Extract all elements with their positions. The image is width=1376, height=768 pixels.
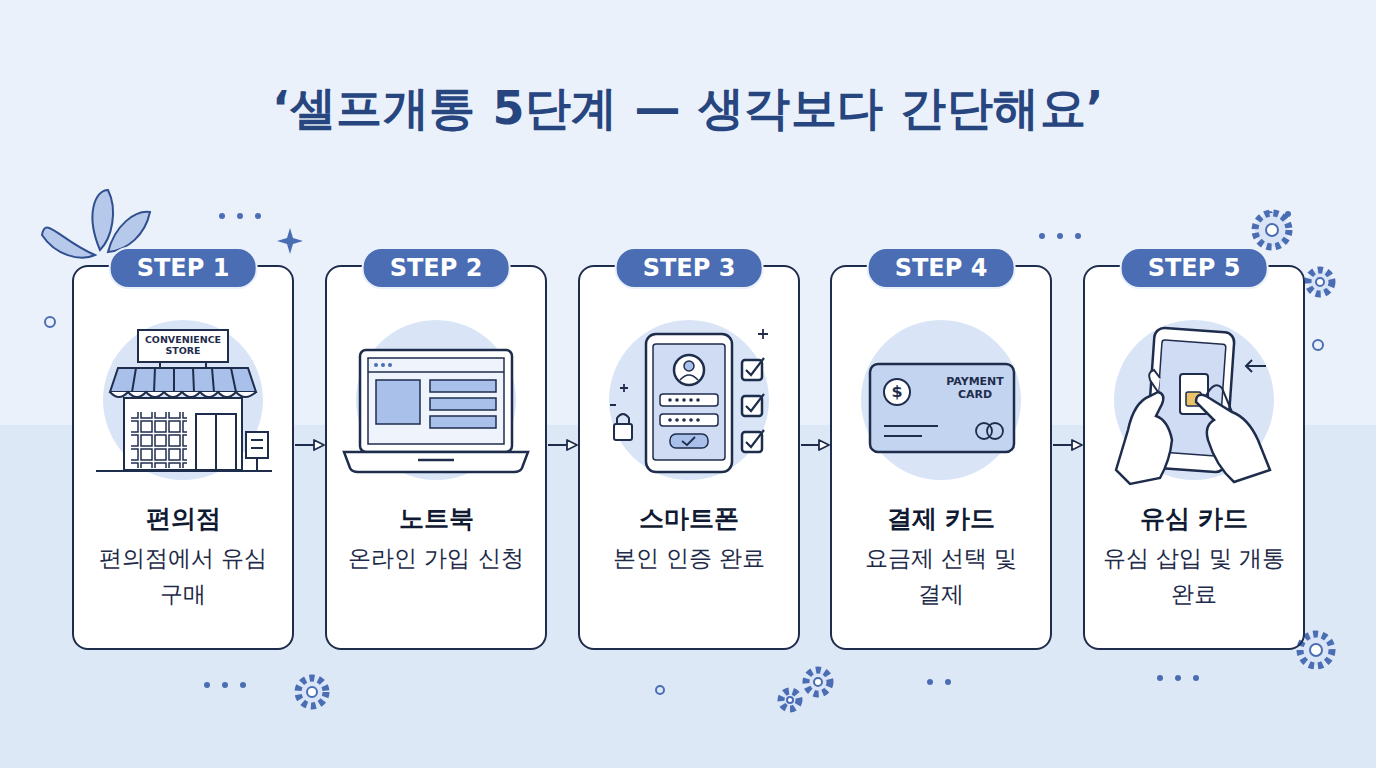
gear — [298, 213, 1332, 709]
payment-card-illustration — [870, 364, 1014, 452]
icon-halo — [103, 320, 1274, 480]
step-description: 편의점에서 유심 구매 — [88, 540, 278, 614]
gear-hub — [307, 224, 1324, 703]
step-badge: STEP 4 — [867, 247, 1016, 289]
step-description: 본인 인증 완료 — [613, 540, 766, 577]
card-fill — [72, 265, 1305, 650]
card-text: PAYMENT CARD — [940, 376, 1010, 401]
phone-verify-illustration — [610, 329, 768, 472]
sparkle — [277, 228, 303, 254]
decoration-ring — [45, 317, 1323, 694]
step-description: 요금제 선택 및 결제 — [846, 540, 1036, 614]
step-card: STEP 1편의점편의점에서 유심 구매 — [72, 265, 294, 650]
step-title: 결제 카드 — [887, 503, 996, 536]
sign-text: CONVENIENCE STORE — [140, 335, 226, 357]
decoration-dots — [204, 211, 1291, 688]
laptop-illustration — [344, 350, 528, 472]
step-badge: STEP 3 — [615, 247, 764, 289]
sim-insert-illustration — [1116, 327, 1270, 484]
flow-arrow — [295, 444, 324, 446]
step-title: 유심 카드 — [1140, 503, 1249, 536]
flow-arrow — [801, 444, 829, 446]
currency-symbol: $ — [887, 383, 907, 401]
step-description: 유심 삽입 및 개통 완료 — [1099, 540, 1289, 614]
step-card: STEP 2노트북온라인 가입 신청 — [325, 265, 547, 650]
step-title: 스마트폰 — [639, 503, 739, 536]
store-illustration — [96, 330, 272, 471]
step-badge: STEP 2 — [362, 247, 511, 289]
step-description: 온라인 가입 신청 — [348, 540, 524, 577]
step-badge: STEP 5 — [1120, 247, 1269, 289]
step-title: 편의점 — [146, 503, 221, 536]
step-title: 노트북 — [399, 503, 474, 536]
step-card: STEP 5유심 카드유심 삽입 및 개통 완료 — [1083, 265, 1305, 650]
diagram-title: ‘셀프개통 5단계 — 생각보다 간단해요’ — [0, 78, 1376, 140]
flow-arrow — [1053, 444, 1082, 446]
flow-arrow — [548, 444, 577, 446]
step-card: STEP 3스마트폰본인 인증 완료 — [578, 265, 800, 650]
step-card: STEP 4결제 카드요금제 선택 및 결제 — [830, 265, 1052, 650]
step-badge: STEP 1 — [109, 247, 258, 289]
